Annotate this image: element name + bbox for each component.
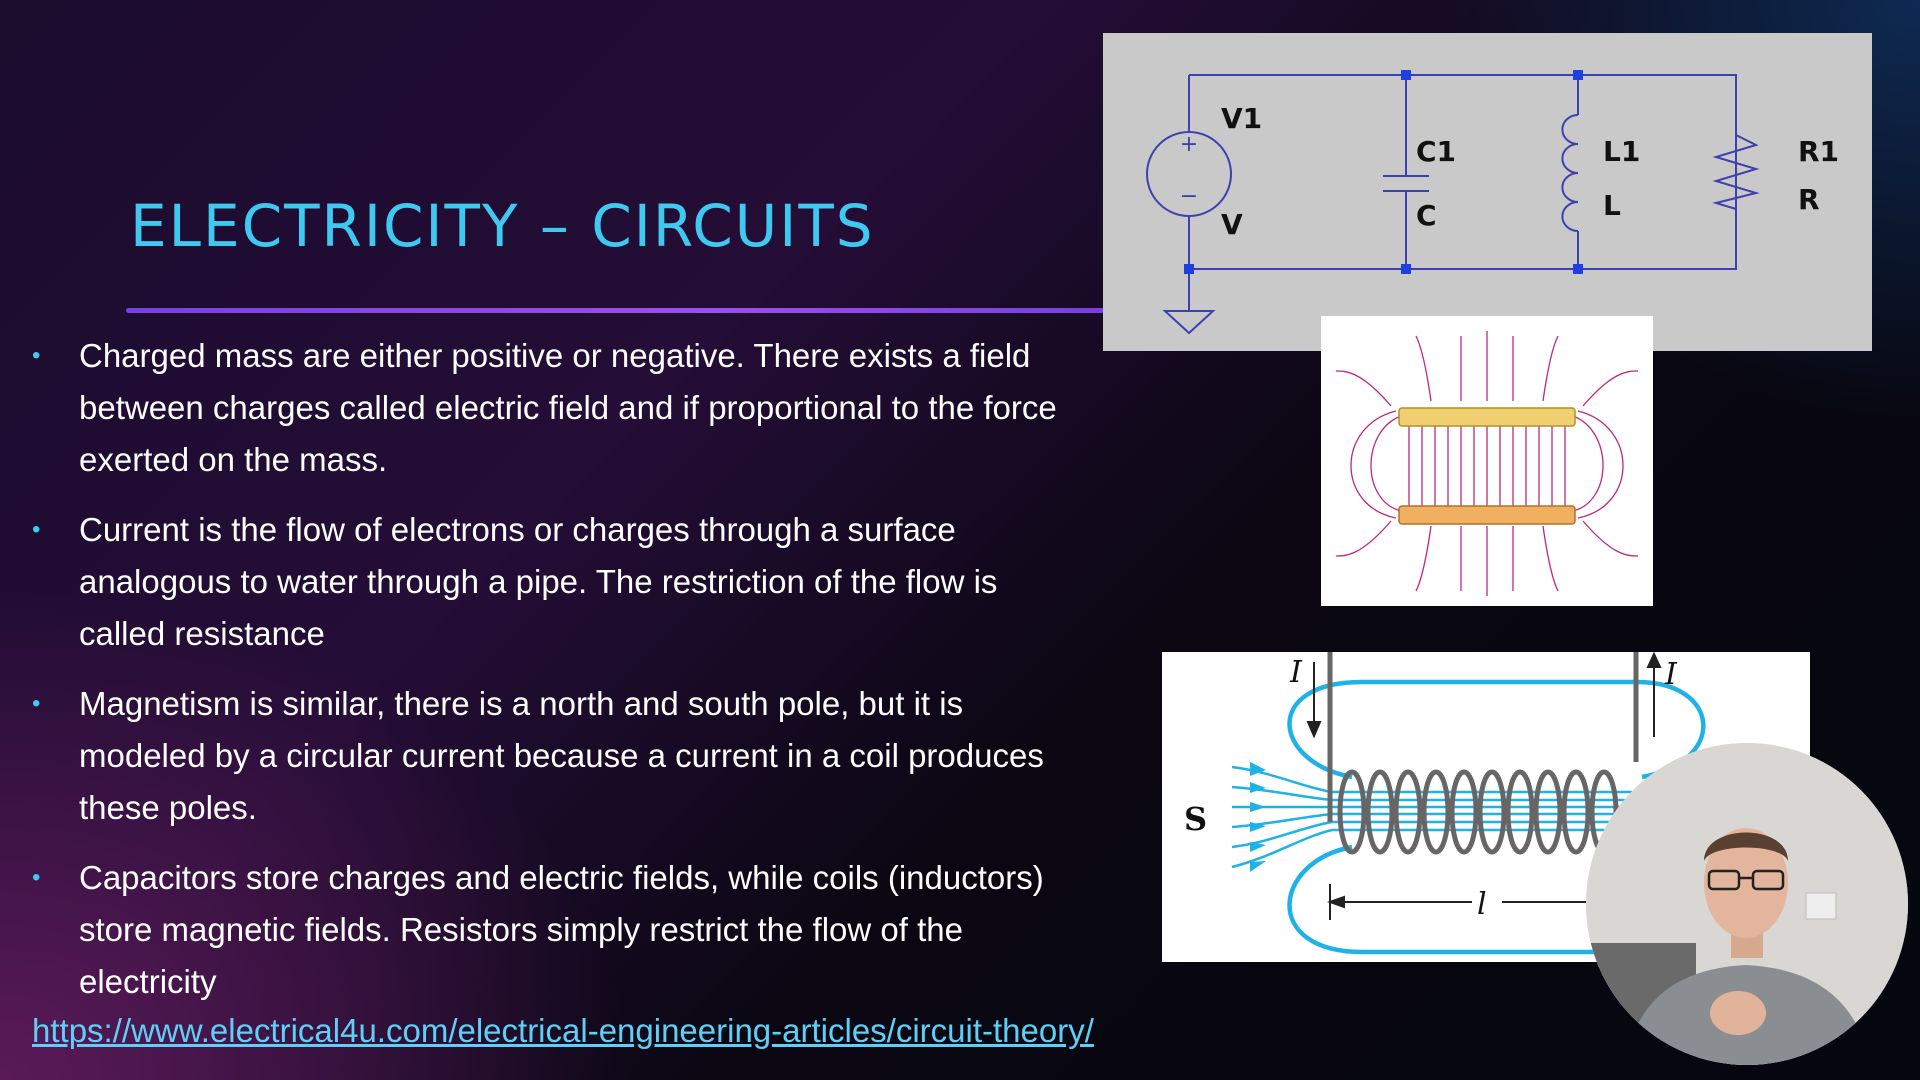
- inductor-name-label: L1: [1603, 135, 1640, 168]
- south-pole-label: S: [1184, 800, 1207, 838]
- bullet-text: Current is the flow of electrons or char…: [79, 511, 998, 652]
- title-underline: [126, 308, 1104, 313]
- presenter-webcam: [1586, 743, 1908, 1065]
- bullet-text: Charged mass are either positive or nega…: [79, 337, 1057, 478]
- bullet-marker: •: [32, 342, 41, 369]
- bullet-marker: •: [32, 864, 41, 891]
- source-link[interactable]: https://www.electrical4u.com/electrical-…: [32, 1012, 1094, 1049]
- bullet-item: • Capacitors store charges and electric …: [30, 852, 1070, 1008]
- source-minus-sign: −: [1180, 184, 1198, 209]
- source-name-label: V1: [1221, 102, 1262, 135]
- source-value-label: V: [1221, 208, 1243, 241]
- inductor-symbol: [1561, 114, 1579, 232]
- electric-field-lines: [1335, 331, 1639, 596]
- resistor-symbol: [1712, 134, 1760, 210]
- inductor-value-label: L: [1603, 189, 1621, 222]
- capacitor-plate-top: [1398, 407, 1576, 427]
- bullet-list: • Charged mass are either positive or ne…: [30, 330, 1070, 1026]
- resistor-name-label: R1: [1798, 135, 1839, 168]
- bullet-marker: •: [32, 690, 41, 717]
- capacitor-symbol: [1383, 175, 1429, 192]
- current-label-right: I: [1664, 657, 1678, 692]
- bullet-item: • Magnetism is similar, there is a north…: [30, 678, 1070, 834]
- slide-title: ELECTRICITY – CIRCUITS: [130, 192, 875, 260]
- bullet-marker: •: [32, 516, 41, 543]
- capacitor-name-label: C1: [1416, 135, 1456, 168]
- source-plus-sign: +: [1180, 132, 1198, 157]
- ground-symbol: [1162, 310, 1216, 335]
- bullet-item: • Charged mass are either positive or ne…: [30, 330, 1070, 486]
- bullet-text: Capacitors store charges and electric fi…: [79, 859, 1044, 1000]
- voltage-source-symbol: + −: [1146, 131, 1232, 217]
- capacitor-field-diagram: [1321, 316, 1653, 606]
- capacitor-plate-bottom: [1398, 505, 1576, 525]
- length-label: l: [1477, 887, 1487, 922]
- current-label-left: I: [1289, 655, 1303, 690]
- junction-dots: [1184, 70, 1583, 274]
- circuit-schematic: + − V1 V C1 C L1 L R1 R: [1103, 33, 1872, 351]
- resistor-value-label: R: [1798, 183, 1820, 216]
- capacitor-value-label: C: [1416, 199, 1437, 232]
- bullet-item: • Current is the flow of electrons or ch…: [30, 504, 1070, 660]
- bullet-text: Magnetism is similar, there is a north a…: [79, 685, 1044, 826]
